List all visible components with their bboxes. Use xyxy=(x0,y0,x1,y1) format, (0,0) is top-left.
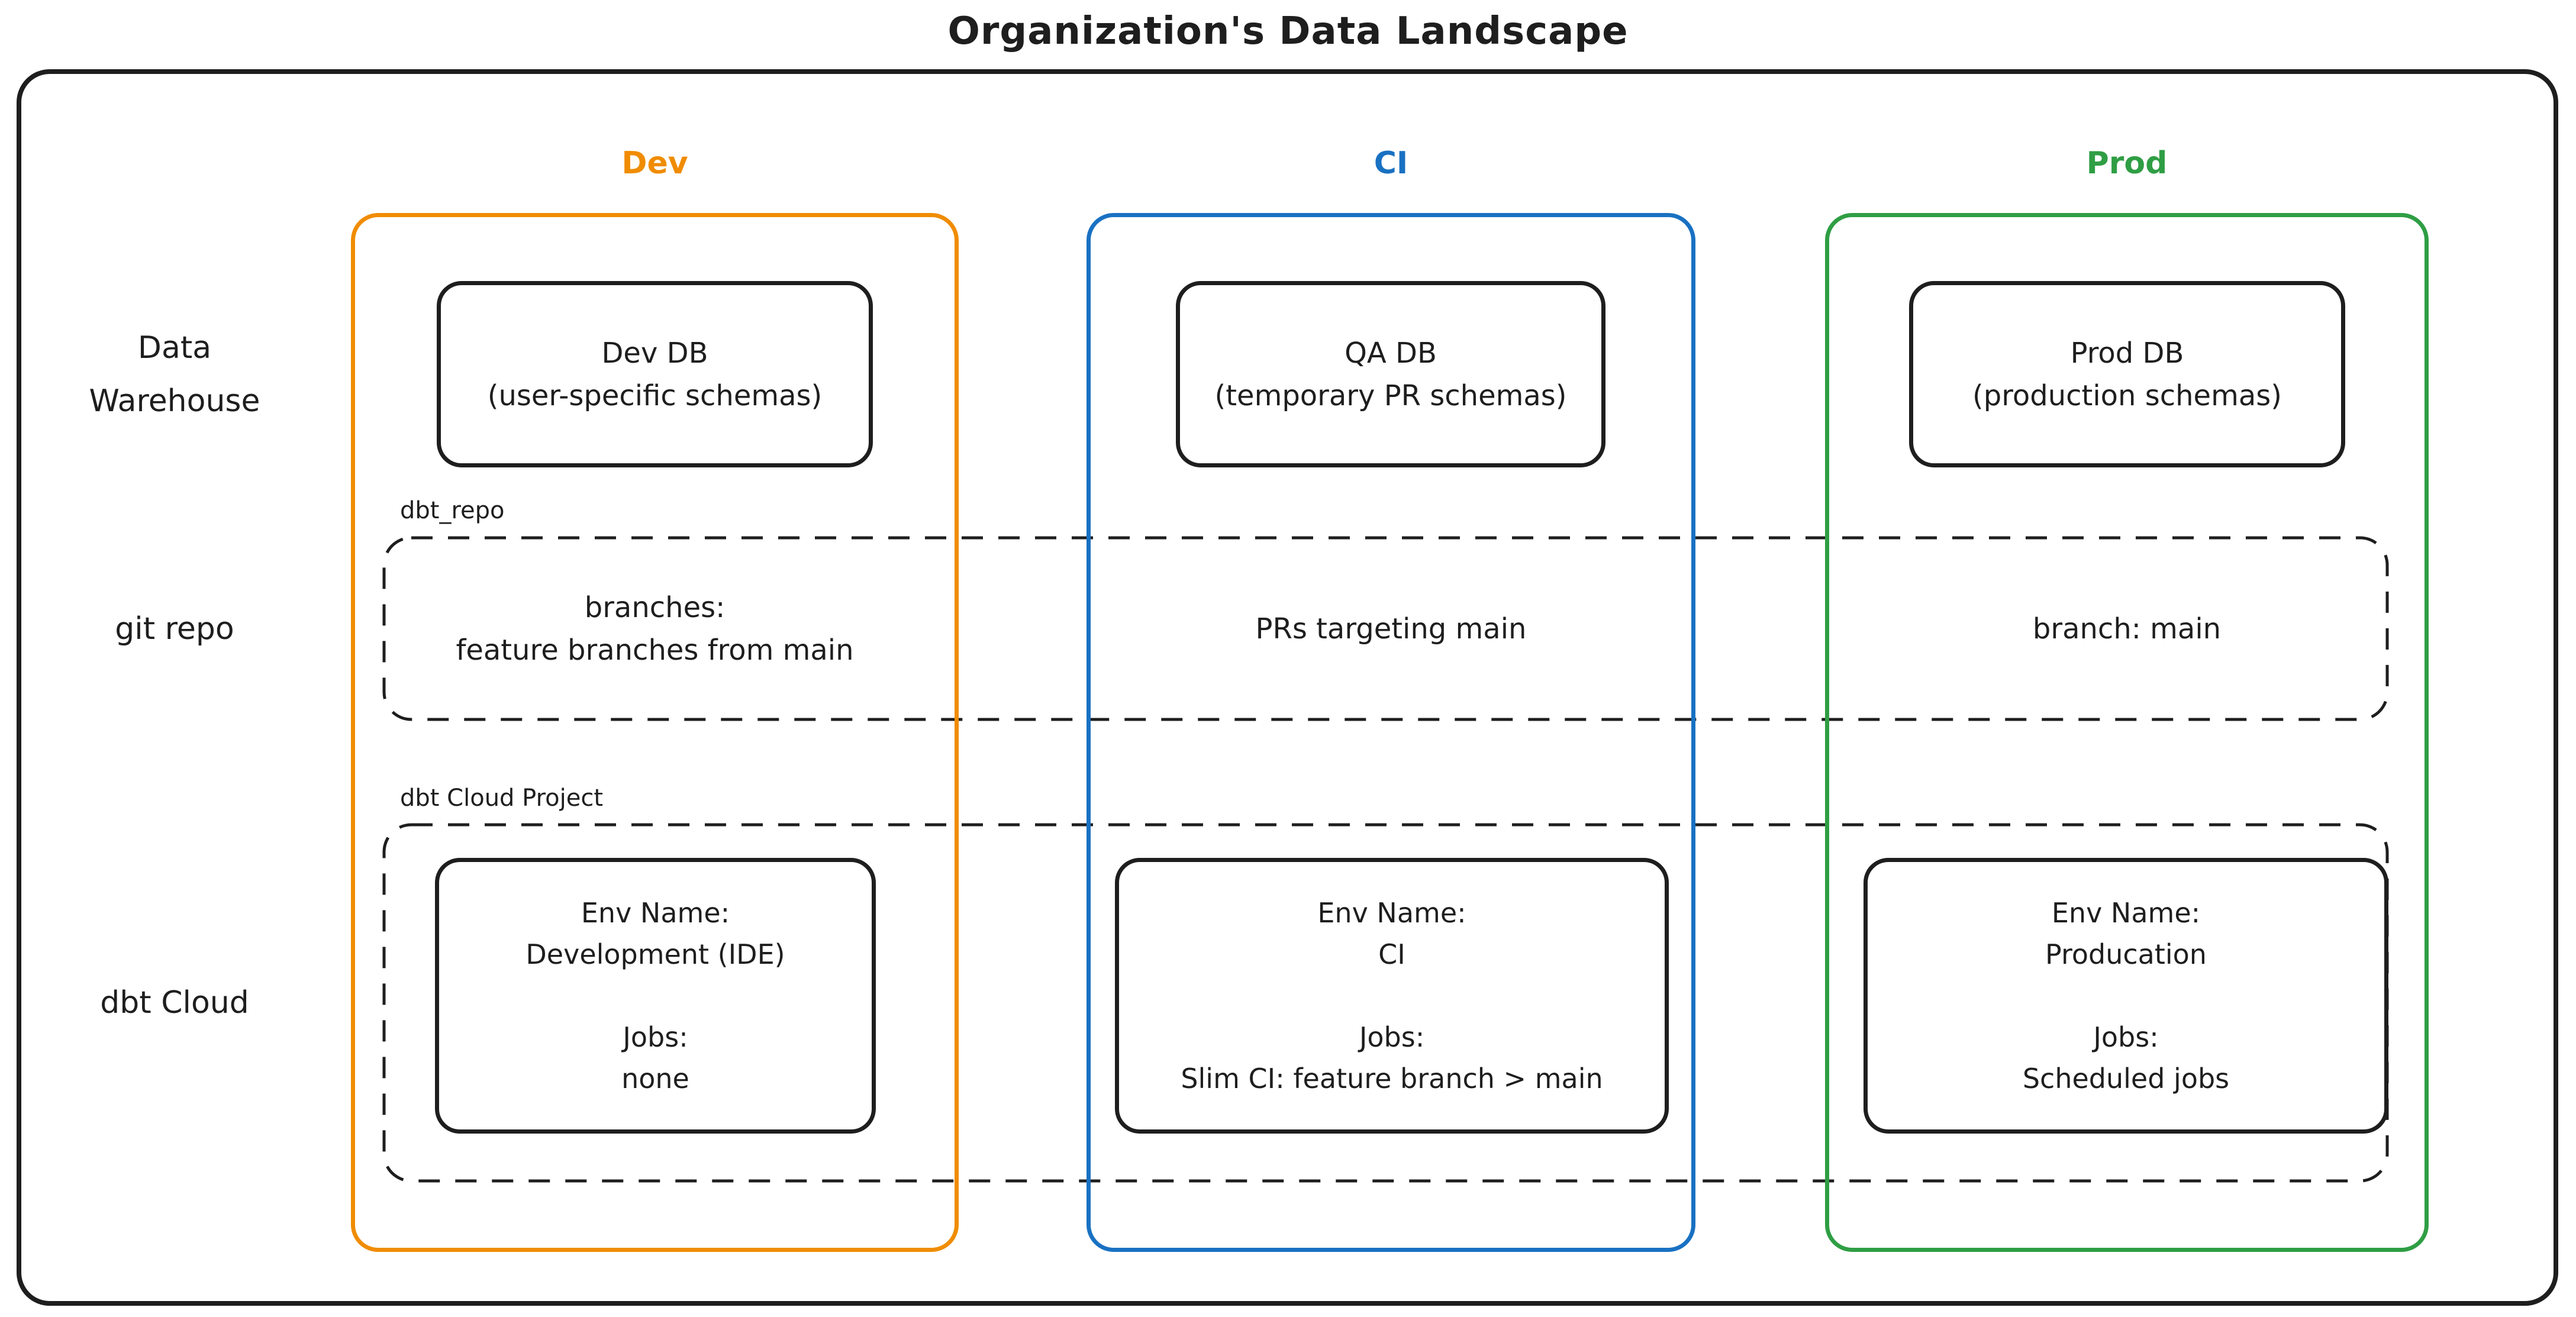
dashed-rect-git xyxy=(382,536,2389,721)
dev-db-box: Dev DB (user-specific schemas) xyxy=(437,281,873,467)
row-label-dbt-cloud: dbt Cloud xyxy=(30,822,320,1183)
qa-db-box: QA DB (temporary PR schemas) xyxy=(1176,281,1605,467)
column-ci xyxy=(1087,213,1695,1252)
row-label-line: Warehouse xyxy=(89,383,260,419)
column-header-prod: Prod xyxy=(2086,146,2168,181)
row-label-git-repo: git repo xyxy=(30,535,320,722)
db-box-subtitle: (user-specific schemas) xyxy=(487,379,823,412)
git-cell-line: PRs targeting main xyxy=(1255,612,1527,645)
column-dev xyxy=(351,213,959,1252)
jobs-label: Jobs: xyxy=(1359,1021,1425,1053)
git-cell-line: feature branches from main xyxy=(456,633,854,667)
env-box-prod: Env Name: Producation Jobs: Scheduled jo… xyxy=(1864,858,2388,1134)
env-box-dev: Env Name: Development (IDE) Jobs: none xyxy=(435,858,876,1134)
db-box-subtitle: (temporary PR schemas) xyxy=(1214,379,1567,412)
jobs-value: Slim CI: feature branch > main xyxy=(1181,1063,1603,1095)
env-name-value: Development (IDE) xyxy=(525,938,785,970)
jobs-label: Jobs: xyxy=(2093,1021,2159,1053)
prod-db-box: Prod DB (production schemas) xyxy=(1909,281,2345,467)
git-cell-ci: PRs targeting main xyxy=(1087,535,1695,722)
git-repo-band xyxy=(382,535,2390,722)
env-name-label: Env Name: xyxy=(581,897,730,929)
git-cell-prod: branch: main xyxy=(1825,535,2429,722)
outer-frame xyxy=(17,69,2558,1306)
jobs-label: Jobs: xyxy=(623,1021,688,1053)
diagram-title: Organization's Data Landscape xyxy=(947,9,1629,53)
git-repo-band-label: dbt_repo xyxy=(400,497,505,524)
spacer xyxy=(1868,975,2384,1016)
git-cell-dev: branches: feature branches from main xyxy=(351,535,959,722)
db-box-title: Prod DB xyxy=(2070,336,2184,370)
env-box-ci: Env Name: CI Jobs: Slim CI: feature bran… xyxy=(1115,858,1669,1134)
db-box-subtitle: (production schemas) xyxy=(1972,379,2282,412)
row-label-line: git repo xyxy=(115,611,234,647)
column-header-dev: Dev xyxy=(621,146,688,181)
git-cell-line: branch: main xyxy=(2032,612,2222,645)
db-box-title: QA DB xyxy=(1345,336,1437,370)
column-prod xyxy=(1825,213,2429,1252)
spacer xyxy=(1119,975,1665,1016)
row-label-line: Data xyxy=(137,330,212,366)
jobs-value: Scheduled jobs xyxy=(2022,1063,2230,1095)
row-label-data-warehouse: Data Warehouse xyxy=(30,281,320,467)
git-cell-line: branches: xyxy=(584,590,726,624)
env-name-label: Env Name: xyxy=(2051,897,2201,929)
env-name-value: CI xyxy=(1378,938,1405,970)
env-name-label: Env Name: xyxy=(1317,897,1466,929)
dbt-cloud-project-band-label: dbt Cloud Project xyxy=(400,785,604,812)
spacer xyxy=(439,975,872,1016)
jobs-value: none xyxy=(621,1063,689,1095)
db-box-title: Dev DB xyxy=(601,336,708,370)
column-header-ci: CI xyxy=(1374,146,1408,181)
row-label-line: dbt Cloud xyxy=(100,985,249,1021)
env-name-value: Producation xyxy=(2045,938,2207,970)
